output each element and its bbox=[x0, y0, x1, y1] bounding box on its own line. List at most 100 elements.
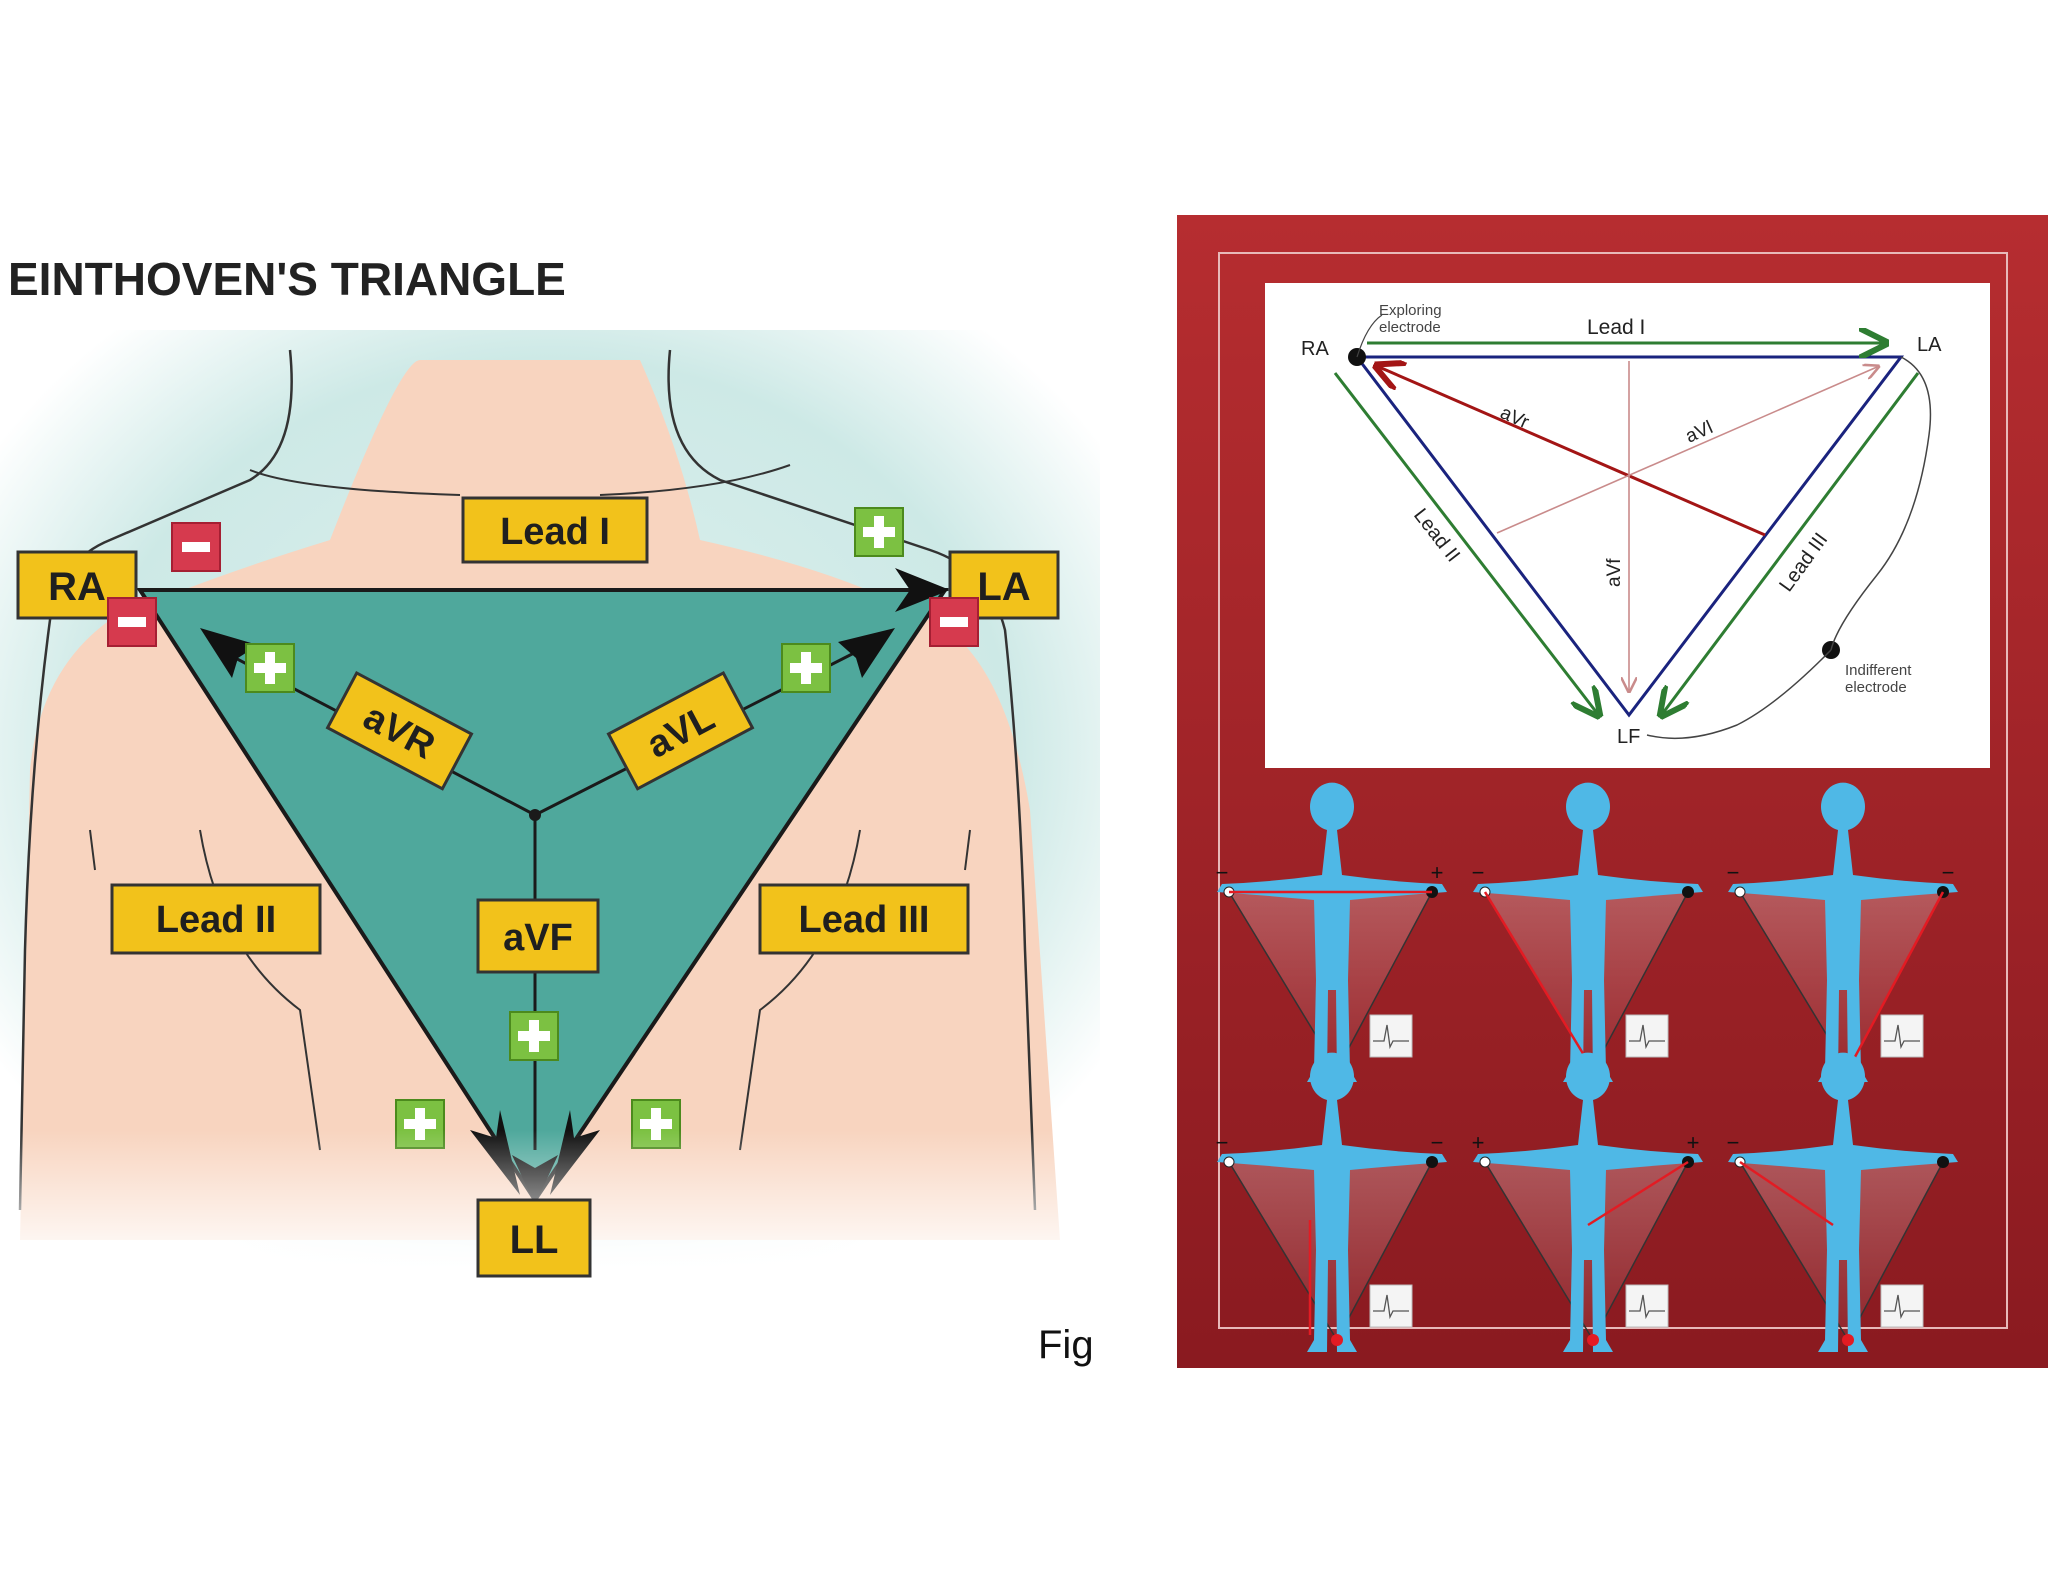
ecg-trace bbox=[1373, 1024, 1409, 1050]
left-arm-electrode bbox=[1937, 1156, 1949, 1168]
center-node bbox=[529, 809, 541, 821]
plus-marker bbox=[854, 507, 904, 557]
node-la: LA bbox=[1917, 334, 1942, 356]
einthoven-triangle bbox=[136, 588, 949, 1204]
lead-figure: −+ bbox=[1216, 782, 1447, 1082]
arrowhead-avr bbox=[200, 628, 258, 678]
ecg-trace bbox=[1629, 1024, 1665, 1050]
body-silhouette bbox=[1728, 1052, 1958, 1352]
body-silhouette bbox=[1728, 782, 1958, 1082]
einthoven-illustration: RA LA LL Lead I Lead II Lead III aVR bbox=[0, 250, 1100, 1370]
schematic-panel-svg: RA LA LF Exploring electrode Indifferent… bbox=[1177, 215, 2048, 1368]
polarity-sign: + bbox=[1687, 1130, 1700, 1155]
armpit-left bbox=[89, 829, 96, 871]
polarity-sign: − bbox=[1727, 1130, 1740, 1155]
exploring-label-1: Exploring bbox=[1379, 302, 1442, 319]
schematic-label-avf: aVf bbox=[1604, 558, 1625, 587]
ecg-trace bbox=[1629, 1294, 1665, 1320]
polarity-sign: − bbox=[1216, 860, 1229, 885]
schematic-label-lead1: Lead I bbox=[1587, 316, 1645, 339]
svg-text:Lead II: Lead II bbox=[156, 899, 276, 941]
polarity-sign: − bbox=[1431, 1130, 1444, 1155]
arrowhead-avl bbox=[838, 628, 895, 678]
polarity-sign: + bbox=[1431, 860, 1444, 885]
lead-figure: −− bbox=[1216, 1052, 1447, 1352]
exploring-pointer bbox=[1356, 314, 1383, 358]
body-silhouette bbox=[1473, 1052, 1703, 1352]
armpit-right bbox=[964, 829, 971, 871]
left-arm-electrode bbox=[1682, 886, 1694, 898]
diagram-title: EINTHOVEN'S TRIANGLE bbox=[8, 253, 566, 305]
right-arm-electrode bbox=[1223, 1156, 1235, 1168]
arrowhead-la bbox=[895, 568, 950, 612]
left-leg-electrode bbox=[1587, 1334, 1599, 1346]
indifferent-wire-lower bbox=[1646, 649, 1832, 740]
node-lf: LF bbox=[1617, 726, 1640, 748]
avr-arrow bbox=[1379, 367, 1766, 537]
lead2-arrow bbox=[1333, 372, 1597, 713]
plus-marker bbox=[245, 643, 295, 693]
body-silhouette bbox=[1473, 782, 1703, 1082]
label-lead1: Lead I bbox=[461, 496, 649, 564]
lead-figure: ++ bbox=[1472, 1052, 1703, 1352]
minus-marker bbox=[107, 597, 157, 647]
node-ra: RA bbox=[1301, 338, 1329, 360]
svg-text:LA: LA bbox=[977, 565, 1030, 609]
left-arm-electrode bbox=[1426, 1156, 1438, 1168]
label-lead3: Lead III bbox=[758, 883, 970, 955]
avl-arrow bbox=[1496, 367, 1877, 534]
svg-text:RA: RA bbox=[48, 565, 106, 609]
electrode-ll-box bbox=[476, 1198, 592, 1278]
right-arm-electrode bbox=[1479, 1156, 1491, 1168]
indifferent-wire bbox=[1830, 356, 1932, 651]
collar-right bbox=[599, 464, 791, 496]
plus-marker bbox=[781, 643, 831, 693]
ecg-thumbnail bbox=[1880, 1284, 1924, 1328]
svg-text:Lead III: Lead III bbox=[799, 899, 930, 941]
ecg-trace bbox=[1884, 1294, 1920, 1320]
body-silhouette bbox=[1217, 1052, 1447, 1352]
polarity-sign: − bbox=[1216, 1130, 1229, 1155]
ecg-trace bbox=[1373, 1294, 1409, 1320]
exploring-label-2: electrode bbox=[1379, 319, 1441, 336]
active-lead-line bbox=[1483, 891, 1595, 1071]
minus-marker bbox=[929, 597, 979, 647]
collar-left bbox=[249, 469, 461, 496]
active-lead-line bbox=[1846, 891, 1945, 1071]
active-lead-line bbox=[1739, 1160, 1834, 1227]
right-arm-electrode bbox=[1734, 886, 1746, 898]
minus-marker bbox=[171, 522, 221, 572]
ecg-thumbnail bbox=[1625, 1284, 1669, 1328]
ecg-trace bbox=[1884, 1024, 1920, 1050]
svg-text:Lead I: Lead I bbox=[500, 511, 610, 553]
polarity-sign: − bbox=[1727, 860, 1740, 885]
polarity-sign: + bbox=[1472, 1130, 1485, 1155]
left-leg-electrode bbox=[1331, 1334, 1343, 1346]
figure-caption-fragment: Fig bbox=[1038, 1323, 1094, 1367]
indifferent-label-1: Indifferent bbox=[1845, 662, 1912, 679]
svg-text:aVF: aVF bbox=[503, 917, 573, 959]
ecg-thumbnail bbox=[1625, 1014, 1669, 1058]
lead3-arrow bbox=[1663, 372, 1920, 713]
panel-frame bbox=[1218, 252, 2008, 1329]
plus-marker bbox=[509, 1011, 559, 1061]
einthoven-svg: RA LA LL Lead I Lead II Lead III aVR bbox=[0, 253, 1100, 1367]
electrode-ll-label: LL bbox=[510, 1218, 559, 1262]
ecg-thumbnail bbox=[1880, 1014, 1924, 1058]
torso-outline bbox=[18, 349, 293, 1211]
label-lead2: Lead II bbox=[110, 883, 322, 955]
lead-schematic-panel: RA LA LF Exploring electrode Indifferent… bbox=[1177, 215, 2048, 1368]
lead-figures-grid: −+−−−−−++− bbox=[1216, 782, 1958, 1352]
lead-figure: − bbox=[1727, 1052, 1958, 1352]
indifferent-label-2: electrode bbox=[1845, 679, 1907, 696]
ecg-thumbnail bbox=[1369, 1014, 1413, 1058]
body-silhouette bbox=[1217, 782, 1447, 1082]
label-avf: aVF bbox=[476, 898, 600, 974]
ecg-thumbnail bbox=[1369, 1284, 1413, 1328]
polarity-sign: − bbox=[1472, 860, 1485, 885]
schematic-triangle bbox=[1353, 355, 1905, 718]
polarity-sign: − bbox=[1942, 860, 1955, 885]
left-leg-electrode bbox=[1842, 1334, 1854, 1346]
torso-outline-right bbox=[667, 349, 1037, 1211]
active-lead-line bbox=[1587, 1160, 1689, 1227]
